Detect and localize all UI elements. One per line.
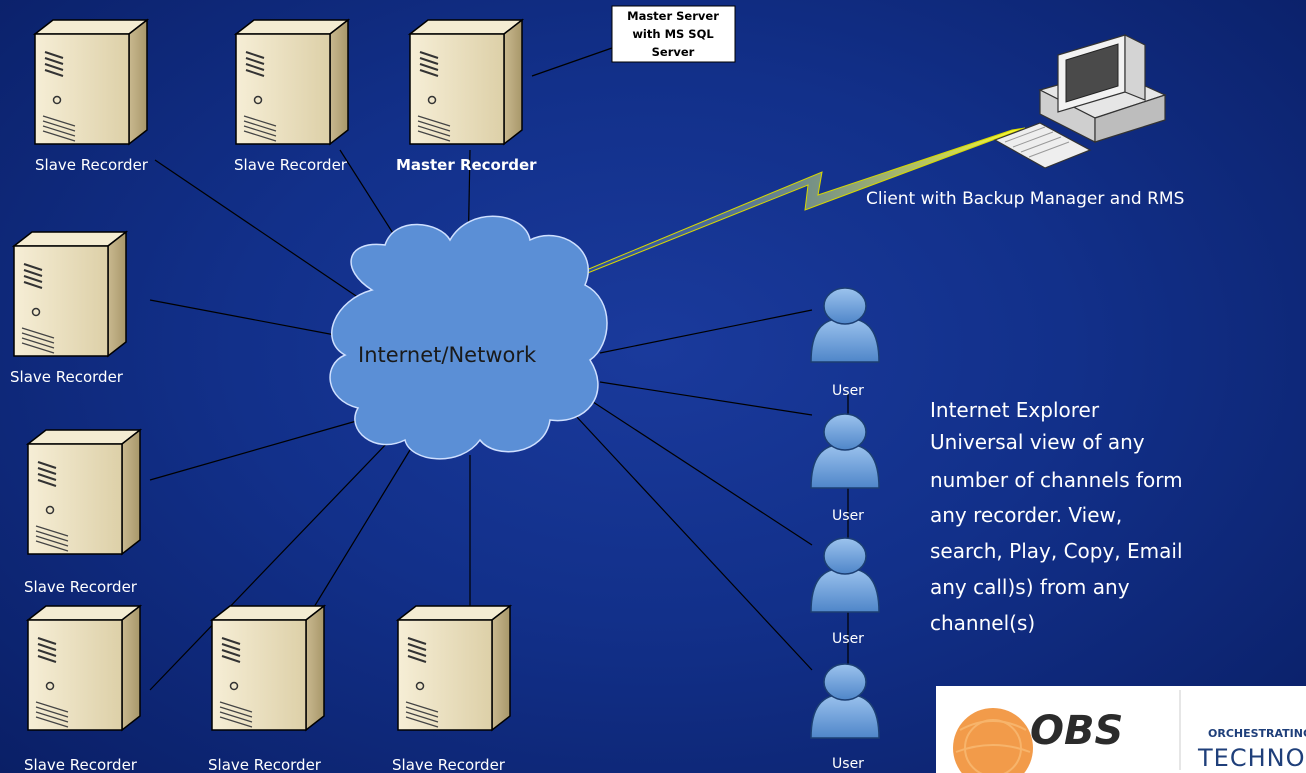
server-label: Slave Recorder [234, 156, 348, 174]
server-slave-6 [211, 605, 325, 731]
server-label: Slave Recorder [35, 156, 149, 174]
master-server-callout: Master Server with MS SQL Server [611, 5, 736, 63]
server-slave-4 [27, 429, 141, 555]
description-line: channel(s) [930, 611, 1035, 635]
server-label: Slave Recorder [10, 368, 124, 386]
server-slave-2 [235, 19, 349, 145]
callout-line: with MS SQL [632, 27, 714, 41]
logo-brand: OBS [1030, 708, 1123, 754]
server-label-master: Master Recorder [396, 156, 537, 174]
server-label: Slave Recorder [208, 756, 322, 773]
user-icon [810, 663, 880, 739]
user-label: User [832, 631, 864, 647]
edge-slave-6 [299, 449, 411, 631]
edge-slave-3 [149, 299, 336, 336]
description-line: any call)s) from any [930, 575, 1130, 599]
user-icon [810, 287, 880, 363]
logo-tagline: ORCHESTRATING [1208, 727, 1306, 740]
description-line: Universal view of any [930, 430, 1145, 454]
edge-user-4 [574, 414, 813, 671]
callout-line: Server [652, 45, 695, 59]
edge-slave-4 [149, 419, 361, 481]
server-label: Slave Recorder [24, 756, 138, 773]
description-line: number of channels form [930, 468, 1183, 492]
edge-user-2 [599, 381, 813, 416]
edge-user-3 [589, 399, 813, 546]
user-label: User [832, 383, 864, 399]
user-label: User [832, 756, 864, 772]
user-label: User [832, 508, 864, 524]
server-label: Slave Recorder [392, 756, 506, 773]
cloud-label: Internet/Network [358, 343, 537, 367]
user-icon [810, 413, 880, 489]
server-slave-3 [13, 231, 127, 357]
server-master [409, 19, 523, 145]
description-line: Internet Explorer [930, 398, 1100, 422]
lightning-link [570, 127, 1026, 279]
client-label: Client with Backup Manager and RMS [866, 189, 1184, 209]
ie-description: Internet Explorer Universal view of any … [930, 398, 1183, 635]
description-line: any recorder. View, [930, 503, 1122, 527]
user-icon [810, 537, 880, 613]
obs-logo: OBS ORCHESTRATING TECHNOL [936, 686, 1306, 773]
logo-word: TECHNOL [1197, 744, 1306, 772]
internet-cloud: Internet/Network [329, 215, 608, 460]
server-slave-5 [27, 605, 141, 731]
server-slave-1 [34, 19, 148, 145]
client-computer-icon [993, 34, 1167, 169]
edge-slave-5 [149, 439, 391, 691]
edge-user-1 [599, 309, 813, 354]
callout-line: Master Server [627, 9, 719, 23]
network-connections [149, 47, 849, 691]
server-slave-7 [397, 605, 511, 731]
edge-slave-1 [154, 159, 366, 303]
description-line: search, Play, Copy, Email [930, 539, 1183, 563]
server-label: Slave Recorder [24, 578, 138, 596]
edge-callout [531, 47, 613, 77]
